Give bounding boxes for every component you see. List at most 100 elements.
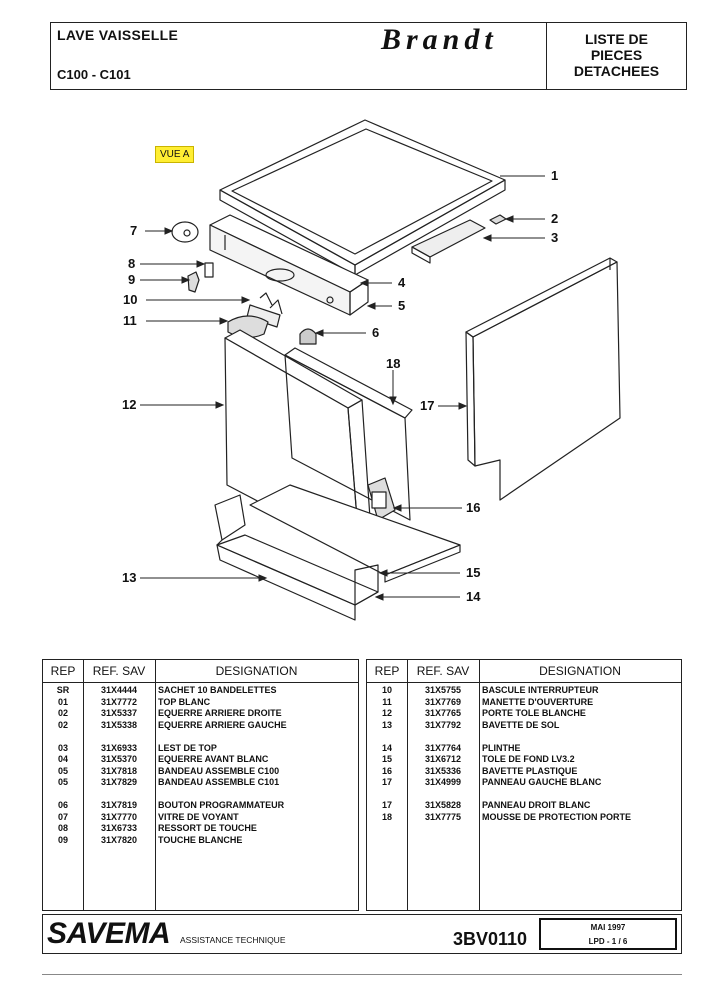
- table-row: 03 31X6933 LEST DE TOP: [43, 743, 358, 755]
- callout-11: 11: [123, 313, 137, 328]
- cell-ref: 31X6733: [100, 823, 138, 833]
- cell-rep: 08: [57, 823, 68, 833]
- callout-15: 15: [466, 565, 481, 580]
- view-a-label: VUE A: [155, 146, 195, 163]
- cell-designation: PANNEAU GAUCHE BLANC: [482, 777, 602, 787]
- cell-designation: TOLE DE FOND LV3.2: [482, 754, 575, 764]
- cell-ref: 31X7819: [100, 800, 138, 810]
- table-row: [43, 731, 358, 743]
- callout-13: 13: [122, 570, 137, 585]
- cell-designation: PLINTHE: [482, 742, 521, 753]
- cell-rep: 14: [381, 742, 392, 753]
- cell-designation: BANDEAU ASSEMBLE C101: [158, 777, 280, 787]
- cell-rep: 15: [381, 754, 392, 764]
- cell-ref: 31X4999: [424, 777, 462, 787]
- cell-rep: 07: [57, 811, 68, 822]
- page-indicator: LPD - 1 / 6: [588, 937, 628, 946]
- column-divider: [479, 682, 480, 910]
- company-logo: SAVEMA: [47, 917, 171, 950]
- bottom-divider: [42, 974, 682, 975]
- table-row: 05 31X7829 BANDEAU ASSEMBLE C101: [43, 777, 358, 789]
- column-divider: [155, 682, 156, 910]
- col-header-rep: REP: [367, 660, 408, 682]
- table-row: [367, 789, 681, 801]
- company-subtitle: ASSISTANCE TECHNIQUE: [180, 935, 286, 945]
- cell-designation: BAVETTE DE SOL: [482, 719, 560, 730]
- part-control-panel: [209, 214, 369, 316]
- cell-rep: 03: [57, 742, 68, 753]
- cell-designation: EQUERRE ARRIERE DROITE: [158, 708, 282, 718]
- document-number: 3BV0110: [453, 929, 528, 949]
- cell-rep: 18: [381, 811, 392, 822]
- document-footer: SAVEMA ASSISTANCE TECHNIQUE 3BV0110 MAI …: [42, 914, 682, 954]
- cell-rep: 05: [57, 777, 68, 787]
- cell-rep: 17: [381, 800, 392, 810]
- col-header-designation: DESIGNATION: [215, 664, 298, 678]
- part-rocker-switch: [246, 292, 283, 328]
- table-row: 07 31X7770 VITRE DE VOYANT: [43, 812, 358, 824]
- cell-ref: 31X5370: [100, 754, 138, 764]
- cell-rep: 10: [381, 685, 392, 695]
- callout-7: 7: [130, 223, 138, 238]
- callout-5: 5: [398, 298, 406, 313]
- callout-3: 3: [551, 230, 559, 245]
- cell-designation: PORTE TOLE BLANCHE: [482, 708, 586, 718]
- cell-ref: 31X7829: [100, 777, 138, 787]
- part-plinth: [214, 494, 379, 621]
- cell-ref: 31X5828: [424, 800, 462, 810]
- cell-rep: 06: [57, 800, 68, 810]
- document-header: LAVE VAISSELLE C100 - C101 Brandt LISTE …: [50, 22, 687, 90]
- cell-designation: TOUCHE BLANCHE: [158, 834, 243, 845]
- col-header-ref: REF. SAV: [407, 660, 480, 682]
- part-door-foam: [284, 347, 413, 521]
- part-plastic-flap: [367, 477, 396, 521]
- table-header: REP REF. SAV DESIGNATION: [367, 660, 681, 683]
- cell-designation: BANDEAU ASSEMBLE C100: [158, 765, 280, 776]
- cell-rep: 12: [381, 708, 392, 718]
- cell-ref: 31X7769: [424, 696, 462, 707]
- col-header-designation: DESIGNATION: [539, 664, 621, 678]
- callout-12: 12: [122, 397, 137, 412]
- table-header: REP REF. SAV DESIGNATION: [43, 660, 358, 683]
- doc-type-line-2: PIECES: [590, 47, 643, 63]
- callout-6: 6: [372, 325, 380, 340]
- cell-ref: 31X5338: [100, 719, 138, 730]
- cell-rep: 17: [381, 777, 392, 787]
- cell-rep: 02: [57, 708, 68, 718]
- cell-ref: 31X7770: [100, 811, 138, 822]
- column-divider: [83, 682, 84, 910]
- callout-17: 17: [420, 398, 435, 413]
- cell-ref: 31X7764: [424, 742, 462, 753]
- callout-14: 14: [466, 589, 481, 604]
- cell-designation: LEST DE TOP: [158, 742, 217, 753]
- exploded-view-diagram: [140, 119, 621, 621]
- callout-10: 10: [123, 292, 138, 307]
- header-left: LAVE VAISSELLE C100 - C101: [51, 23, 371, 89]
- cell-ref: 31X6933: [100, 742, 138, 753]
- cell-ref: 31X4444: [100, 685, 138, 695]
- part-top-panel: [219, 119, 506, 276]
- cell-ref: 31X7765: [424, 708, 462, 718]
- part-program-knob: [299, 328, 317, 345]
- cell-rep: 05: [57, 765, 68, 776]
- cell-rep: 09: [57, 834, 68, 845]
- brand-logo: Brandt: [381, 23, 498, 56]
- part-indicator-glass: [171, 221, 199, 243]
- cell-rep: 01: [57, 696, 68, 707]
- callout-18: 18: [386, 356, 401, 371]
- cell-designation: VITRE DE VOYANT: [158, 811, 239, 822]
- cell-designation: BOUTON PROGRAMMATEUR: [158, 800, 285, 810]
